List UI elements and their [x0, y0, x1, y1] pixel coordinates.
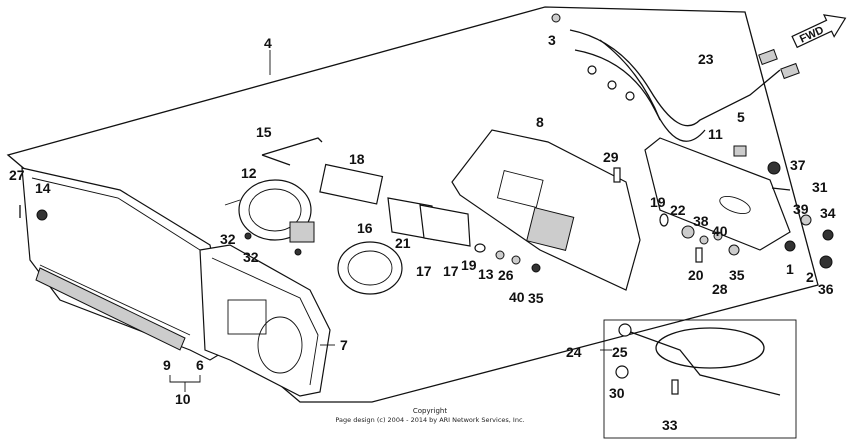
part-label: 10 [175, 391, 191, 407]
part-label: 32 [243, 249, 259, 265]
meter-visor [199, 244, 331, 397]
part-label: 38 [693, 213, 709, 229]
lamp-wire [261, 137, 323, 166]
part-labels: 1 2 3 4 5 6 7 8 9 10 11 12 13 14 15 16 1… [9, 32, 836, 433]
meter-lens-cover [21, 167, 231, 361]
part-label: 13 [478, 266, 494, 282]
part-label: 6 [196, 357, 204, 373]
part-label: 19 [461, 257, 477, 273]
part-label: 31 [812, 179, 828, 195]
wire-harness [569, 29, 800, 142]
part-label: 7 [340, 337, 348, 353]
leader-lines [169, 50, 612, 392]
part-label: 36 [818, 281, 834, 297]
part-label: 12 [241, 165, 257, 181]
part-label: 9 [163, 357, 171, 373]
part-label: 11 [708, 126, 723, 142]
part-label: 27 [9, 167, 25, 183]
part-label: 5 [737, 109, 745, 125]
meter-plate [644, 137, 791, 251]
speedometer [224, 179, 315, 243]
part-label: 8 [536, 114, 544, 130]
part-label: 37 [790, 157, 806, 173]
part-label: 34 [820, 205, 836, 221]
part-label: 4 [264, 35, 272, 51]
copyright-title: Copyright [412, 407, 448, 415]
meter-case [451, 129, 641, 291]
part-label: 21 [395, 235, 411, 251]
part-label: 39 [793, 201, 809, 217]
part-label: 17 [416, 263, 432, 279]
indicator-bracket [319, 163, 384, 205]
fasteners [19, 13, 834, 395]
part-label: 29 [603, 149, 619, 165]
part-label: 18 [349, 151, 365, 167]
speedometer-cable [618, 323, 781, 396]
part-label: 20 [688, 267, 704, 283]
printed-circuit-boards [387, 197, 471, 247]
part-label: 23 [698, 51, 714, 67]
part-label: 25 [612, 344, 628, 360]
part-label: 2 [806, 269, 814, 285]
part-label: 16 [357, 220, 373, 236]
part-label: 35 [528, 290, 544, 306]
forward-label: FWD [798, 24, 826, 45]
cable-detail-box [603, 319, 797, 439]
part-label: 30 [609, 385, 625, 401]
part-label: 35 [729, 267, 745, 283]
part-label: 17 [443, 263, 459, 279]
part-label: 33 [662, 417, 678, 433]
part-label: 26 [498, 267, 514, 283]
assembly-outline [6, 6, 819, 403]
part-label: 40 [712, 223, 728, 239]
part-label: 22 [670, 202, 686, 218]
part-label: 24 [566, 344, 582, 360]
part-label: 3 [548, 32, 556, 48]
copyright-notice: Page design (c) 2004 - 2014 by ARI Netwo… [335, 416, 525, 424]
part-label: 32 [220, 231, 236, 247]
part-label: 40 [509, 289, 525, 305]
tachometer [337, 241, 403, 295]
part-label: 15 [256, 124, 272, 140]
forward-arrow-icon: FWD [791, 14, 847, 49]
part-label: 14 [35, 180, 51, 196]
part-label: 28 [712, 281, 728, 297]
part-label: 19 [650, 194, 666, 210]
part-label: 1 [786, 261, 794, 277]
